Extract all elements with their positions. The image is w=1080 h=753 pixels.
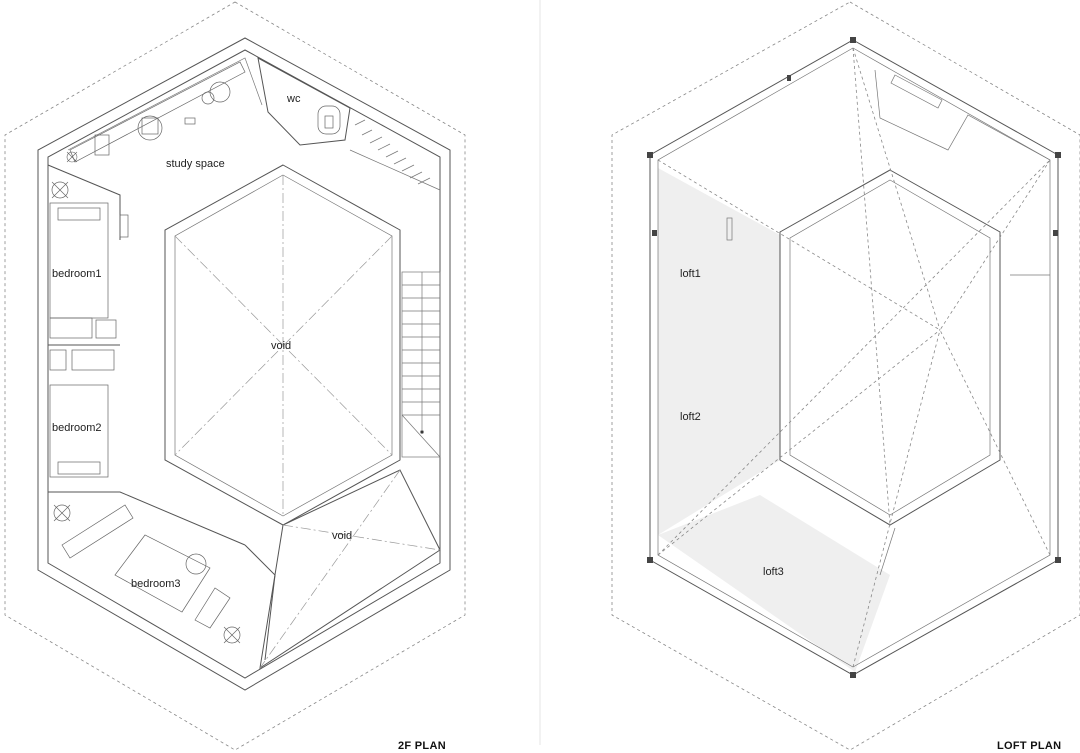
inner-void-loft-2: [789, 179, 991, 516]
room-label-void-center: void: [271, 340, 291, 352]
room-label-loft3: loft3: [763, 566, 784, 578]
room-label-wc: wc: [286, 93, 301, 105]
room-label-bedroom1: bedroom1: [52, 268, 102, 280]
study-desk: [69, 61, 246, 163]
wc-room: [257, 57, 351, 146]
loft-shaded-side: [658, 168, 780, 535]
loft-shaded-bottom: [658, 495, 890, 672]
inner-void-loft: [779, 169, 1001, 526]
roof-ridges: [657, 47, 1051, 668]
wardrobe-rail: [349, 119, 441, 191]
stair: [401, 271, 441, 458]
room-label-loft1: loft1: [680, 268, 701, 280]
room-label-void-lower: void: [332, 530, 352, 542]
study-wing-wall: [47, 164, 121, 240]
plan-loft: loft1 loft2 loft3 LOFT PLAN: [611, 1, 1080, 752]
study-wing-wall-2: [67, 57, 263, 151]
site-outline-loft: [611, 1, 1080, 751]
bedroom2-wall: [48, 491, 246, 546]
inner-wall-2f: [47, 49, 441, 679]
skylight: [726, 69, 1051, 576]
plan-title-2f: 2F PLAN: [398, 740, 446, 752]
corner-posts: [647, 37, 1061, 678]
site-outline-2f: [4, 1, 466, 751]
outer-wall-2f: [37, 37, 451, 691]
room-label-loft2: loft2: [680, 411, 701, 423]
room-label-bedroom3: bedroom3: [131, 578, 181, 590]
bedroom3-furniture: [61, 504, 241, 644]
lower-void: [259, 469, 441, 670]
plan-title-loft: LOFT PLAN: [997, 740, 1061, 752]
plant-icon: [66, 151, 78, 163]
bedroom2-furniture: [49, 349, 115, 522]
room-label-study: study space: [166, 158, 225, 170]
room-label-bedroom2: bedroom2: [52, 422, 102, 434]
plan-2f: wc study space: [4, 1, 466, 752]
bedroom1-furniture: [49, 181, 129, 339]
